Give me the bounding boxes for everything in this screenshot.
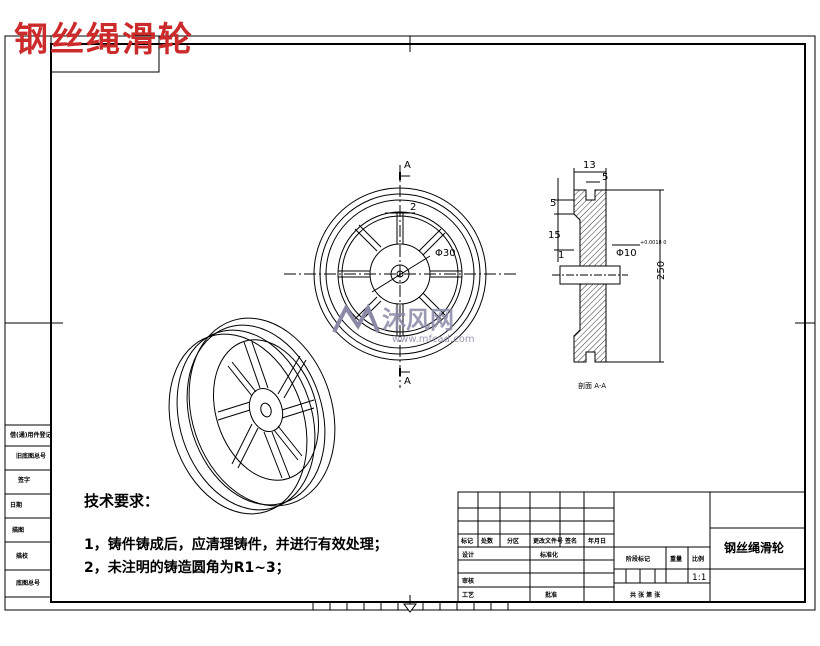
tb-weight: 重量 xyxy=(670,555,682,563)
section-width-dim: 13 xyxy=(583,160,596,171)
side-label: 日期 xyxy=(10,501,22,509)
tb-approve: 批准 xyxy=(545,591,557,599)
side-label: 描图 xyxy=(12,526,24,534)
tb-label: 更改文件号 xyxy=(533,537,563,545)
tech-requirement-1: 1，铸件铸成后，应清理铸件，并进行有效处理； xyxy=(84,537,388,553)
section-caption: 剖面 A-A xyxy=(578,381,606,390)
watermark-brand: 沐风网 xyxy=(382,306,454,334)
front-hub-dim: Φ30 xyxy=(435,248,456,259)
section-view xyxy=(552,168,664,363)
tb-label: 签名 xyxy=(564,537,577,545)
section-mark-top: A xyxy=(404,160,411,171)
title-tab-box xyxy=(50,35,160,73)
side-column xyxy=(4,424,52,598)
front-slot-dim: 2 xyxy=(410,202,416,213)
tb-stage-marks: 阶段标记 xyxy=(626,555,650,563)
side-label: 借(通)用件登记 xyxy=(9,431,52,439)
title-block-labels: 标记 处数 分区 更改文件号 签名 年月日 设计 标准化 审核 工艺 批准 阶段… xyxy=(460,537,785,599)
centering-marks xyxy=(5,36,815,613)
side-label: 旧底图总号 xyxy=(16,452,46,460)
section-bore-tol: +0.0018 0 xyxy=(640,240,666,246)
tb-sheets: 共 张 第 张 xyxy=(630,591,661,599)
section-low-dim: 1 xyxy=(558,250,564,261)
tb-label: 处数 xyxy=(480,537,494,545)
tb-design: 设计 xyxy=(462,551,474,559)
tb-scale: 1:1 xyxy=(692,573,706,583)
iso-spokes xyxy=(217,341,315,479)
side-label: 签字 xyxy=(17,476,30,484)
tb-label: 分区 xyxy=(507,537,519,545)
tb-drawing-name: 钢丝绳滑轮 xyxy=(724,540,785,555)
front-view xyxy=(284,165,516,388)
side-label: 描校 xyxy=(16,552,29,560)
watermark-url: www.mfcad.com xyxy=(392,334,475,345)
side-label: 底图总号 xyxy=(16,579,40,587)
section-mid-dim: 15 xyxy=(548,230,561,241)
section-mark-bottom: A xyxy=(404,376,411,387)
section-groove-dim: 5 xyxy=(602,172,608,183)
tech-requirement-2: 2，未注明的铸造圆角为R1~3； xyxy=(84,560,290,576)
section-bore-dim: Φ10 xyxy=(616,248,637,259)
bottom-scale-ticks xyxy=(312,602,509,610)
tb-review: 审核 xyxy=(462,577,474,585)
watermark: 沐风网 www.mfcad.com xyxy=(332,303,475,345)
page-title: 钢丝绳滑轮 xyxy=(14,20,194,60)
side-column-labels: 借(通)用件登记 旧底图总号 签字 日期 描图 描校 底图总号 xyxy=(9,431,52,587)
tech-requirements-title: 技术要求： xyxy=(84,492,160,510)
tb-standardize: 标准化 xyxy=(539,551,558,559)
spokes xyxy=(338,212,462,336)
section-diameter-dim: 250 xyxy=(656,261,667,280)
tb-label: 年月日 xyxy=(588,537,606,545)
isometric-view xyxy=(168,317,336,515)
tb-process: 工艺 xyxy=(462,591,474,599)
tb-label: 标记 xyxy=(460,537,473,545)
title-block xyxy=(457,491,806,603)
tb-ratio: 比例 xyxy=(692,555,704,563)
section-top-dim: 5 xyxy=(550,198,556,209)
